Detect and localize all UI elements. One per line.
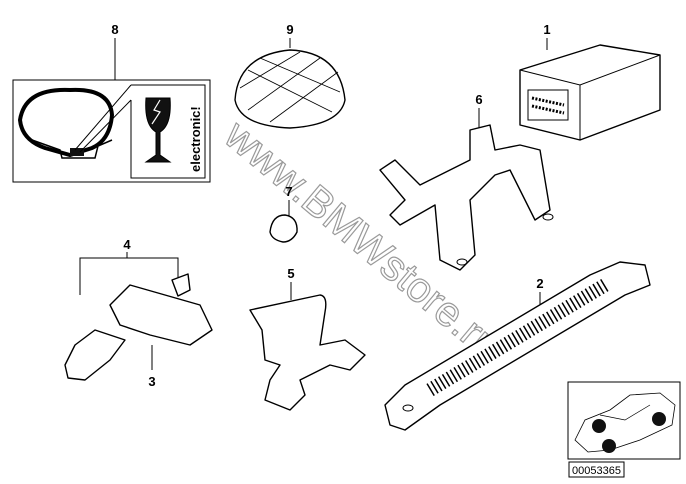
- label-3: 3: [148, 374, 155, 389]
- label-1: 1: [543, 22, 550, 37]
- part-5-clip: [249, 282, 366, 411]
- car-location-inset: 00053365: [567, 381, 681, 478]
- image-code: 00053365: [572, 465, 621, 477]
- part-6-bracket: [379, 108, 554, 271]
- sticker-text: electronic!: [188, 106, 203, 172]
- part-7-cap: [269, 200, 298, 243]
- label-7: 7: [285, 184, 292, 199]
- part-2-strap: [384, 261, 651, 431]
- part-1-control-unit: [519, 38, 661, 141]
- label-2: 2: [536, 276, 543, 291]
- label-6: 6: [475, 92, 482, 107]
- label-4: 4: [123, 237, 131, 252]
- part-8-sticker: electronic!: [12, 38, 211, 183]
- part-9-foam: [234, 38, 346, 129]
- part-3-4-sensor: [64, 252, 213, 381]
- label-5: 5: [287, 266, 294, 281]
- label-8: 8: [111, 22, 118, 37]
- label-9: 9: [286, 22, 293, 37]
